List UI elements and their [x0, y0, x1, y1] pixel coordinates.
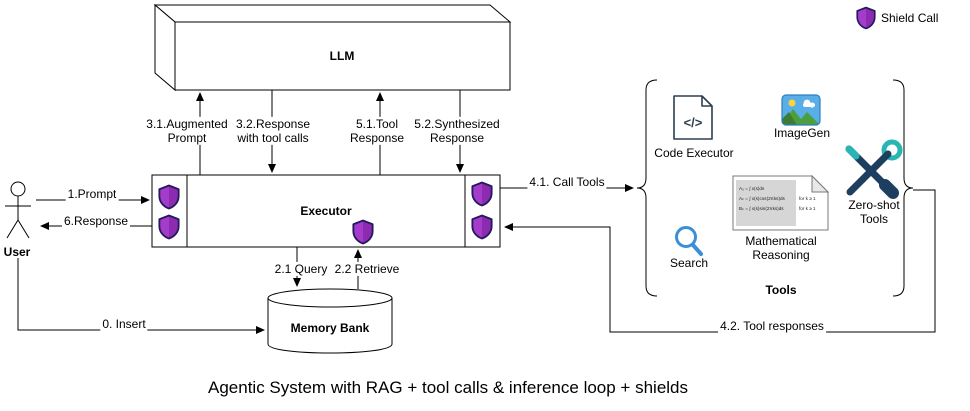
equation-line: Aₖ = ∫ x(s)cos(2πks)ds: [739, 196, 786, 201]
diagram-title: Agentic System with RAG + tool calls & i…: [207, 377, 689, 397]
shield-icon: [352, 219, 374, 245]
executor-node: [151, 174, 501, 248]
math-reasoning-label: Mathematical Reasoning: [745, 233, 817, 262]
sun-shape: [788, 99, 796, 107]
memory-bank-label: Memory Bank: [290, 320, 370, 335]
edge-label-insert: 0. Insert: [100, 316, 148, 332]
imagegen-label: ImageGen: [773, 125, 831, 140]
tools-group-left-brace: [636, 79, 658, 297]
edge-label-retrieve: 2.2 Retrieve: [332, 261, 402, 277]
imagegen-icon: [781, 94, 821, 126]
zero-shot-label: Zero-shot Tools: [848, 197, 900, 226]
code-executor-icon: </>: [673, 95, 713, 140]
zero-shot-tools-icon: [845, 139, 903, 199]
edge-label-call-tools: 4.1. Call Tools: [527, 174, 607, 190]
math-reasoning-icon: A₀ = ∫ x(s)ds Aₖ = ∫ x(s)cos(2πks)ds Bₖ …: [732, 174, 830, 231]
edge-insert: [17, 258, 265, 334]
edge-label-response-tool-calls: 3.2.Response with tool calls: [233, 116, 313, 146]
edge-label-augmented-prompt: 3.1.Augmented Prompt: [144, 116, 230, 146]
edge-label-tool-response: 5.1.Tool Response: [347, 116, 407, 146]
llm-node: [153, 3, 512, 92]
edge-label-response: 6.Response: [61, 213, 131, 229]
user-figure: [5, 181, 31, 239]
legend-shield-label: Shield Call: [881, 10, 939, 25]
shield-icon: [158, 214, 180, 240]
edge-label-synthesized: 5.2.Synthesized Response: [412, 116, 502, 146]
search-icon: [675, 226, 703, 256]
code-glyph: </>: [684, 115, 703, 130]
equation-line: A₀ = ∫ x(s)ds: [739, 186, 765, 191]
mountain-dark-shape: [782, 112, 797, 125]
legend-shield-icon: [856, 6, 876, 30]
user-label: User: [3, 244, 31, 259]
equation-line: Bₖ = ∫ x(s)sin(2πks)ds: [739, 206, 784, 211]
executor-label: Executor: [300, 203, 352, 218]
tools-group-right-brace: [892, 79, 914, 297]
shield-icon: [471, 181, 493, 207]
code-executor-label: Code Executor: [654, 145, 734, 160]
edge-label-query: 2.1 Query: [272, 261, 330, 277]
edge-label-prompt: 1.Prompt: [65, 186, 119, 202]
equation-condition: for k ≥ 1: [799, 206, 816, 211]
cloud-shape: [803, 99, 815, 108]
memory-bank-node: [267, 288, 393, 354]
llm-label: LLM: [329, 48, 355, 63]
tools-group-label: Tools: [765, 282, 797, 297]
shield-icon: [158, 184, 180, 210]
edge-label-tool-responses: 4.2. Tool responses: [718, 318, 826, 334]
search-label: Search: [669, 255, 709, 270]
shield-icon: [471, 214, 493, 240]
equation-condition: for k ≥ 1: [799, 196, 816, 201]
